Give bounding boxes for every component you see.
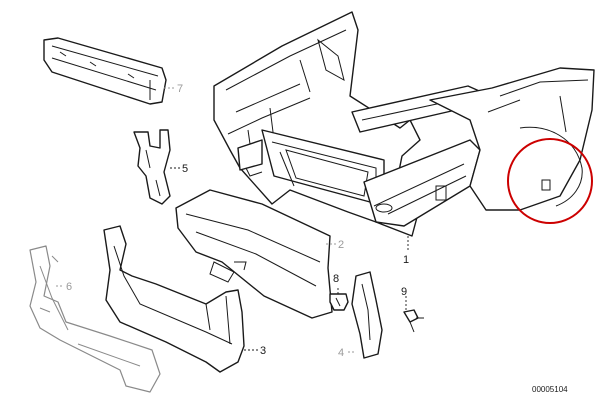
part-5-bracket: [133, 129, 171, 205]
part-9-bolt: [403, 309, 424, 333]
callout-3: 3: [260, 345, 266, 357]
callout-7: 7: [177, 83, 183, 95]
callout-9: 9: [401, 286, 407, 298]
part-8-clip: [329, 293, 349, 311]
callout-5: 5: [182, 163, 188, 175]
part-7-bumper-bar: [43, 37, 167, 105]
part-4-side-bracket: [351, 271, 383, 359]
part-2-air-duct: [175, 189, 333, 319]
callout-4: 4: [338, 347, 344, 359]
callout-8: 8: [333, 273, 339, 285]
callout-6: 6: [66, 281, 72, 293]
callout-1: 1: [403, 254, 409, 266]
highlight-circle: [507, 138, 593, 224]
part-6-bracket-assembly: [29, 245, 161, 393]
document-number: 00005104: [532, 385, 568, 394]
callout-2: 2: [338, 239, 344, 251]
part-1-front-end-structure: [213, 11, 595, 237]
part-3-lower-support: [103, 225, 245, 373]
